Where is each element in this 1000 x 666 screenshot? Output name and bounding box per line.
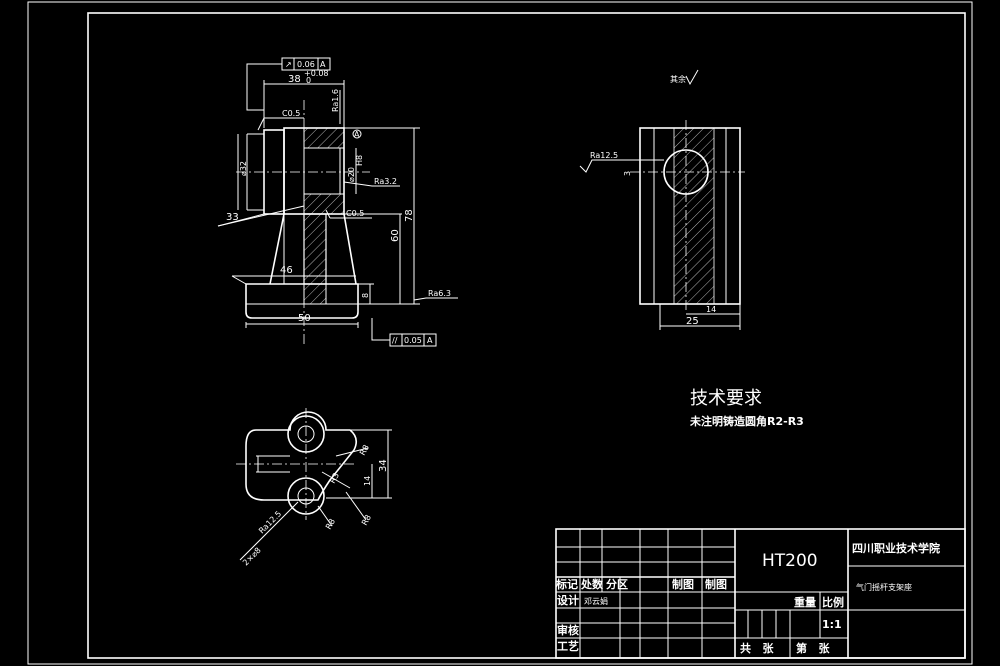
side-view: Ra12.5 3 14 25 <box>579 120 745 330</box>
dim-33: 33 <box>226 212 239 223</box>
dim-60: 60 <box>390 229 401 242</box>
top-r8b: R8 <box>324 517 337 531</box>
label-mark: 标记 <box>555 577 578 591</box>
side-ra: Ra12.5 <box>590 151 618 160</box>
top-r3: R3 <box>328 471 341 485</box>
ra-bottom: Ra6.3 <box>428 289 451 298</box>
outer-border <box>27 1 973 665</box>
top-dim-34: 34 <box>378 459 389 472</box>
dim-46: 46 <box>280 265 293 276</box>
dim-d32: ⌀32 <box>239 161 248 176</box>
dim-38-upper: +0.08 <box>304 69 329 78</box>
tol-top-ref: A <box>320 60 326 69</box>
label-total: 共 张 <box>740 641 774 655</box>
designer: 邓云娟 <box>584 596 608 606</box>
roughness-note: 其余 <box>670 69 699 86</box>
tech-req-title: 技术要求 <box>690 388 762 409</box>
dim-8: 8 <box>361 293 370 298</box>
title-block: HT200 四川职业技术学院 气门摇杆支架座 1:1 标记 处数 分区 制图 制… <box>555 528 966 659</box>
top-dim-14: 14 <box>363 476 372 486</box>
dim-38-lower: 0 <box>306 76 311 85</box>
school-name: 四川职业技术学院 <box>852 541 940 555</box>
label-sheet: 第 张 <box>796 641 830 655</box>
top-view: 34 14 R8 R3 R8 R8 2×⌀8 Ra12.5 <box>236 408 392 567</box>
tol-bottom-symbol: // <box>392 336 398 345</box>
label-ratio: 比例 <box>822 595 844 609</box>
label-process: 工艺 <box>557 639 579 653</box>
tol-bottom-ref: A <box>427 336 433 345</box>
bore-dim: ⌀20 <box>347 167 356 182</box>
dim-38: 38 <box>288 74 301 85</box>
chamfer-top: C0.5 <box>282 109 300 118</box>
tol-top-symbol: ↗ <box>285 60 292 69</box>
tol-top-value: 0.06 <box>297 60 315 69</box>
scale: 1:1 <box>822 618 842 631</box>
datum-a: A <box>354 130 360 139</box>
top-r8c: R8 <box>360 513 373 527</box>
side-dim-14: 14 <box>706 305 716 314</box>
label-review: 审核 <box>557 623 579 637</box>
ra-top: Ra1.6 <box>331 89 340 112</box>
label-zone: 分区 <box>606 577 628 591</box>
tech-requirements: 技术要求 未注明铸造圆角R2-R3 <box>689 388 804 428</box>
part-name: 气门摇杆支架座 <box>856 582 912 592</box>
label-design: 设计 <box>557 593 579 607</box>
dim-78: 78 <box>404 209 415 222</box>
top-ra: Ra12.5 <box>257 509 283 535</box>
roughness-note-text: 其余 <box>670 74 686 84</box>
top-r8a: R8 <box>358 443 371 457</box>
ra-mid: Ra3.2 <box>374 177 397 186</box>
label-weight: 重量 <box>794 595 816 609</box>
label-draw1: 制图 <box>672 577 694 591</box>
dim-50: 50 <box>298 313 311 324</box>
label-draw2: 制图 <box>705 577 727 591</box>
top-holes: 2×⌀8 <box>241 546 263 568</box>
label-count: 处数 <box>580 577 604 591</box>
side-dim-25: 25 <box>686 316 699 327</box>
bore-fit: H8 <box>355 155 364 166</box>
side-dim-3: 3 <box>623 171 632 176</box>
front-view: ↗ 0.06 A 38 +0.08 0 Ra1.6 C0.5 ⌀32 ⌀20 H… <box>217 57 458 347</box>
material: HT200 <box>762 551 818 571</box>
tech-req-note: 未注明铸造圆角R2-R3 <box>689 414 804 428</box>
inner-border <box>87 12 966 659</box>
tol-bottom-value: 0.05 <box>404 336 422 345</box>
